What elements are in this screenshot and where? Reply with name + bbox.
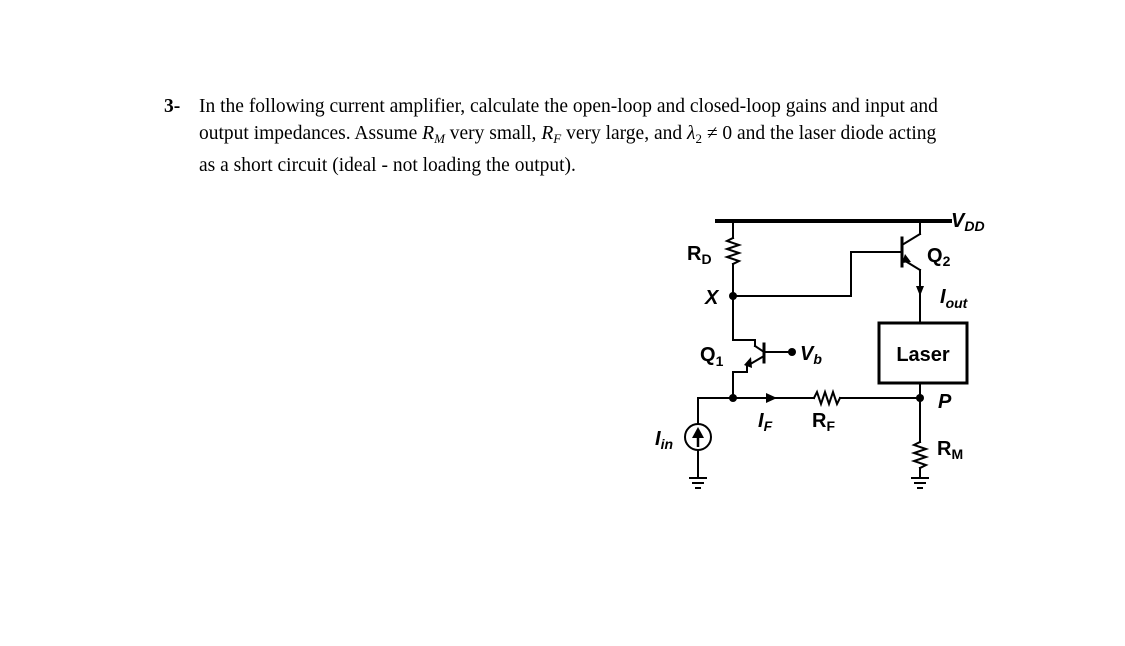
problem-line-3: as a short circuit (ideal - not loading …: [199, 155, 576, 176]
lambda-symbol: λ: [687, 123, 696, 144]
node-p-dot: [916, 394, 924, 402]
rm-label: RM: [937, 438, 963, 462]
vb-label: Vb: [800, 343, 822, 367]
iin-arrow-head: [692, 427, 704, 438]
q1-emitter-arrow: [744, 357, 752, 368]
rm-resistor-symbol: [910, 440, 930, 479]
line2-part-a: output impedances. Assume: [199, 123, 423, 144]
problem-line-2: output impedances. Assume RM very small,…: [199, 120, 1039, 152]
x-label: X: [704, 287, 720, 309]
rd-resistor-symbol: [723, 220, 743, 297]
node-x-dot: [729, 292, 737, 300]
input-node-dot: [729, 394, 737, 402]
rd-label: RD: [687, 243, 712, 267]
laser-box: [877, 321, 969, 385]
line2-part-d: ≠ 0 and the laser diode acting: [701, 123, 937, 144]
line2-part-c: very large, and: [561, 123, 687, 144]
iin-ground-symbol: [689, 477, 707, 489]
q2-emitter-arrow: [902, 254, 911, 263]
iout-label: Iout: [940, 286, 969, 311]
problem-line-1: In the following current amplifier, calc…: [199, 96, 938, 117]
rf-resistor-symbol: [812, 388, 842, 408]
rm-symbol: R: [422, 123, 435, 144]
vdd-label: VDD: [951, 210, 985, 234]
problem-text: In the following current amplifier, calc…: [199, 93, 1039, 179]
line2-part-b: very small,: [444, 123, 542, 144]
q2-label: Q2: [927, 245, 951, 269]
iout-arrow: [916, 286, 924, 296]
rf-subscript: F: [553, 131, 562, 146]
vb-dot: [788, 348, 796, 356]
problem-number: 3-: [164, 96, 181, 117]
rf-label: RF: [812, 410, 835, 434]
laser-label: Laser: [896, 344, 950, 366]
if-label: IF: [758, 410, 773, 434]
lambda-subscript: 2: [695, 131, 702, 146]
p-label: P: [938, 391, 952, 413]
rm-ground-symbol: [911, 477, 929, 489]
rm-subscript: M: [434, 131, 445, 146]
iin-label: Iin: [655, 428, 673, 452]
if-arrow: [766, 393, 777, 403]
rf-symbol: R: [541, 123, 554, 144]
q1-transistor-symbol: [745, 339, 791, 373]
q1-label: Q1: [700, 344, 724, 369]
